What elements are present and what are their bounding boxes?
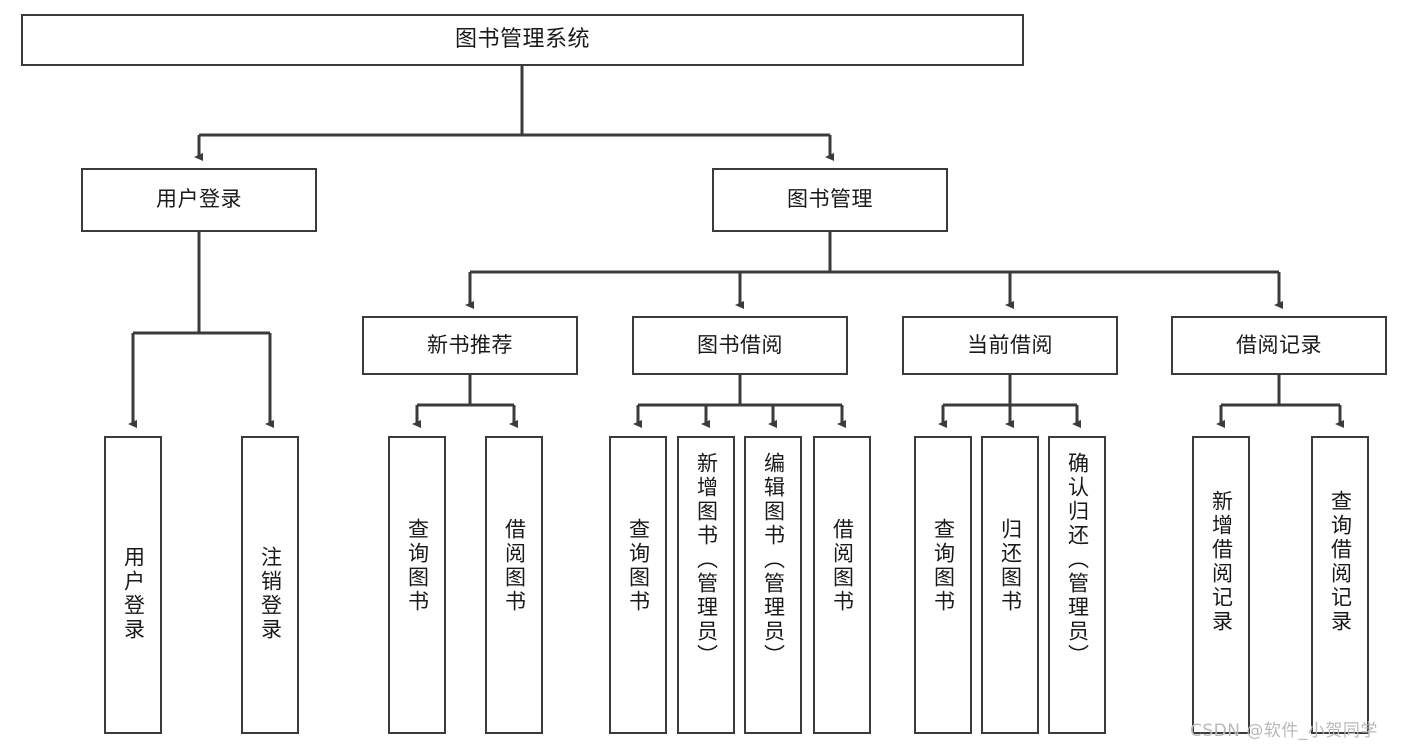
- leaf-user-login-logout[interactable]: 注销登录: [241, 436, 299, 734]
- node-label: 编辑图书（管理员）: [761, 452, 786, 668]
- node-root-book-management-system[interactable]: 图书管理系统: [21, 14, 1024, 66]
- node-new-book-recommend[interactable]: 新书推荐: [362, 316, 578, 375]
- node-label: 查询图书: [931, 518, 956, 614]
- leaf-new-book-borrow-book[interactable]: 借阅图书: [485, 436, 543, 734]
- node-label: 归还图书: [998, 518, 1023, 614]
- node-current-borrow[interactable]: 当前借阅: [902, 316, 1118, 375]
- leaf-borrow-record-query-record[interactable]: 查询借阅记录: [1311, 436, 1369, 734]
- node-label: 注销登录: [258, 546, 283, 642]
- leaf-book-borrow-borrow-book[interactable]: 借阅图书: [813, 436, 871, 734]
- node-borrow-record[interactable]: 借阅记录: [1171, 316, 1387, 375]
- node-label: 新增图书（管理员）: [694, 452, 719, 668]
- leaf-book-borrow-edit-book-admin[interactable]: 编辑图书（管理员）: [744, 436, 802, 734]
- node-label: 确认归还（管理员）: [1065, 452, 1090, 668]
- leaf-current-borrow-confirm-return-admin[interactable]: 确认归还（管理员）: [1048, 436, 1106, 734]
- node-label: 当前借阅: [967, 332, 1053, 357]
- leaf-user-login-login[interactable]: 用户登录: [104, 436, 162, 734]
- leaf-current-borrow-return-book[interactable]: 归还图书: [981, 436, 1039, 734]
- leaf-book-borrow-add-book-admin[interactable]: 新增图书（管理员）: [677, 436, 735, 734]
- node-label: 查询借阅记录: [1328, 490, 1353, 634]
- node-label: 借阅图书: [502, 518, 527, 614]
- node-label: 图书借阅: [697, 332, 783, 357]
- node-label: 新增借阅记录: [1209, 490, 1234, 634]
- node-label: 借阅记录: [1236, 332, 1322, 357]
- node-label: 图书管理: [787, 187, 873, 212]
- leaf-new-book-query-book[interactable]: 查询图书: [388, 436, 446, 734]
- node-label: 新书推荐: [427, 332, 513, 357]
- leaf-book-borrow-query-book[interactable]: 查询图书: [609, 436, 667, 734]
- node-label: 用户登录: [156, 187, 242, 212]
- node-user-login[interactable]: 用户登录: [81, 168, 317, 232]
- node-label: 查询图书: [626, 518, 651, 614]
- node-label: 借阅图书: [830, 518, 855, 614]
- node-label: 图书管理系统: [454, 26, 590, 52]
- leaf-current-borrow-query-book[interactable]: 查询图书: [914, 436, 972, 734]
- node-label: 用户登录: [121, 546, 146, 642]
- node-book-borrow[interactable]: 图书借阅: [632, 316, 848, 375]
- leaf-borrow-record-add-record[interactable]: 新增借阅记录: [1192, 436, 1250, 734]
- node-book-management[interactable]: 图书管理: [712, 168, 948, 232]
- csdn-watermark: CSDN @软件_小贺同学: [1190, 721, 1378, 741]
- node-label: 查询图书: [405, 518, 430, 614]
